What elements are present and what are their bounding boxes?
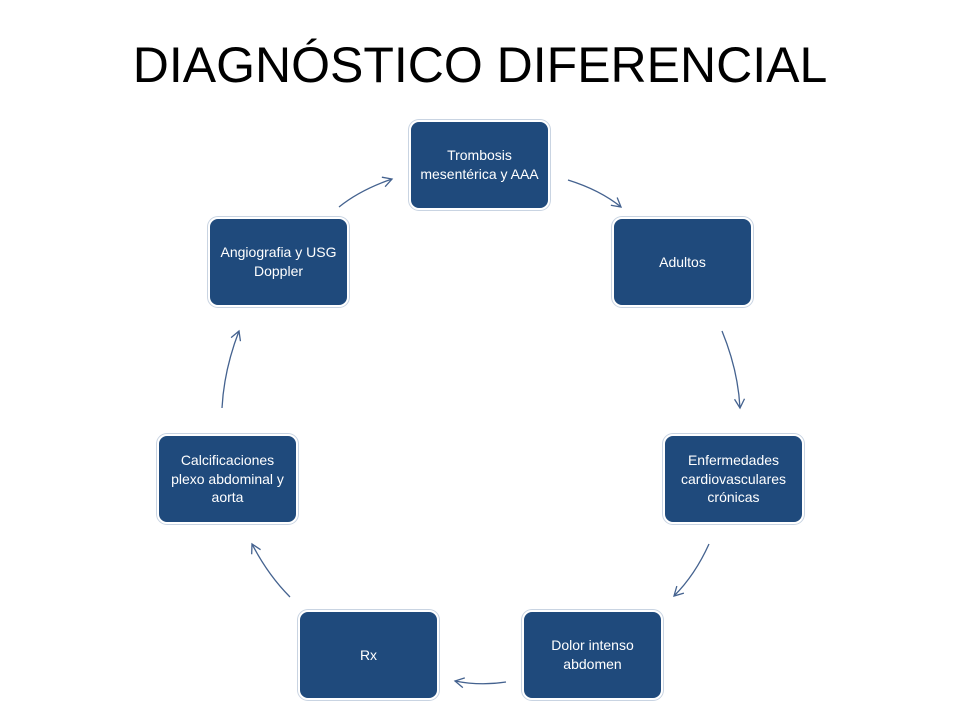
cycle-node-label: Trombosis mesentérica y AAA [420,147,539,182]
cycle-node-trombosis: Trombosis mesentérica y AAA [409,120,550,210]
arrow-7-to-1 [338,176,394,208]
cycle-node-label: Calcificaciones plexo abdominal y aorta [171,451,284,506]
arrow-4-to-5 [453,677,507,689]
slide-title: DIAGNÓSTICO DIFERENCIAL [132,37,828,93]
cycle-node-dolor: Dolor intenso abdomen [522,610,663,700]
cycle-node-calcificaciones: Calcificaciones plexo abdominal y aorta [157,434,298,524]
cycle-node-label: Angiografia y USG Doppler [220,244,337,279]
arrow-5-to-6 [251,542,291,598]
cycle-node-enfermedades: Enfermedades cardiovasculares crónicas [663,434,804,524]
arrow-2-to-3 [721,330,746,410]
cycle-node-adultos: Adultos [612,217,753,307]
arrow-3-to-4 [673,543,710,597]
cycle-node-angiografia: Angiografia y USG Doppler [208,217,349,307]
cycle-node-label: Enfermedades cardiovasculares crónicas [680,451,787,506]
cycle-node-label: Dolor intenso abdomen [551,637,634,672]
arrow-6-to-7 [221,329,242,409]
cycle-node-label: Adultos [659,253,706,270]
cycle-node-rx: Rx [298,610,439,700]
arrow-1-to-2 [567,179,623,208]
cycle-node-label: Rx [359,646,378,663]
